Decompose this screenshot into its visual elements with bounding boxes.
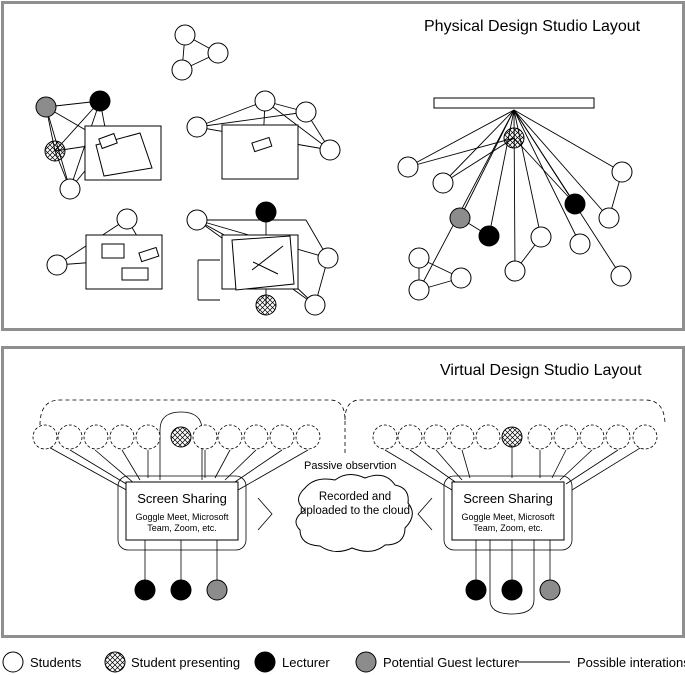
- legend-guest-label: Potential Guest lecturer: [383, 655, 519, 670]
- left-box-subtitle: Goggle Meet, Microsoft Team, Zoom, etc.: [135, 512, 229, 533]
- right-box-subtitle: Goggle Meet, Microsoft Team, Zoom, etc.: [461, 512, 555, 533]
- circle-black-icon: [254, 651, 276, 673]
- guest-lecturer-circles: [35, 96, 561, 601]
- circle-white-icon: [2, 651, 24, 673]
- circle-gray-icon: [355, 651, 377, 673]
- legend-presenting-label: Student presenting: [131, 655, 241, 670]
- legend-icons: [2, 651, 570, 673]
- legend-lecturer-label: Lecturer: [282, 655, 330, 670]
- student-presenting-circles: [44, 127, 525, 448]
- dashed-student-arches: [39, 399, 666, 455]
- legend-interactions-label: Possible interations: [577, 655, 685, 670]
- lecturer-circles: [89, 90, 586, 601]
- passive-observation-label: Passive observtion: [304, 460, 397, 472]
- legend-students-label: Students: [30, 655, 82, 670]
- virtual-lines: [39, 399, 666, 615]
- cloud-label: Recorded and uploaded to the cloud: [300, 491, 410, 517]
- physical-tables: [84, 97, 595, 291]
- right-box-title: Screen Sharing: [463, 491, 553, 506]
- screen-sharing-boxes: [125, 481, 565, 541]
- cloud-shape: [295, 474, 413, 552]
- virtual-student-circles: [32, 424, 658, 450]
- circle-crosshatch-icon: [104, 651, 126, 673]
- laptops: [98, 132, 284, 275]
- student-circles: [46, 24, 633, 316]
- virtual-title: Virtual Design Studio Layout: [440, 362, 642, 379]
- physical-title: Physical Design Studio Layout: [424, 18, 641, 35]
- left-box-title: Screen Sharing: [137, 491, 227, 506]
